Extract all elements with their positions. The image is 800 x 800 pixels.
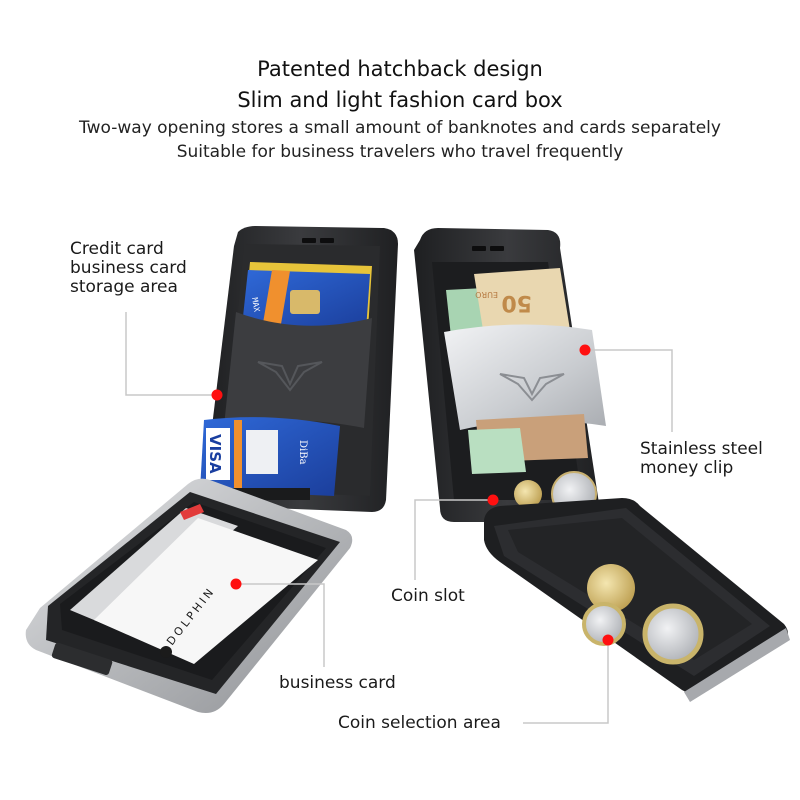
callout-business-card: business card xyxy=(279,673,396,693)
leader-line-coin-slot xyxy=(414,499,493,580)
callout-coin-slot: Coin slot xyxy=(391,586,465,606)
callout-money-clip: Stainless steel money clip xyxy=(640,440,763,478)
leader-line-money-clip xyxy=(585,349,673,432)
callout-credit-card-line2: business card xyxy=(70,258,187,278)
leader-line-credit-card xyxy=(125,312,217,396)
callout-credit-card-line1: Credit card xyxy=(70,239,164,259)
subtitle-line-2: Suitable for business travelers who trav… xyxy=(176,142,624,162)
leader-line-business-card xyxy=(236,583,325,667)
leader-lines xyxy=(125,312,673,724)
svg-text:MAX: MAX xyxy=(250,297,261,313)
callout-credit-card-line3: storage area xyxy=(70,277,178,297)
callout-money-clip-line2: money clip xyxy=(640,458,734,478)
left-wallet: MAX VISA DiBa DOLPHIN xyxy=(25,226,398,713)
marker-dot-credit-card xyxy=(211,389,223,401)
marker-dots xyxy=(211,344,614,646)
marker-dot-coin-slot xyxy=(487,494,499,506)
headline-title-1: Patented hatchback design xyxy=(257,57,543,81)
right-wallet: 50 EURO xyxy=(414,228,790,702)
subtitle-line-1: Two-way opening stores a small amount of… xyxy=(79,118,721,138)
headline-title-2: Slim and light fashion card box xyxy=(237,88,563,112)
marker-dot-business-card xyxy=(230,578,242,590)
callout-credit-card-storage: Credit card business card storage area xyxy=(70,240,187,297)
svg-text:DiBa: DiBa xyxy=(297,440,308,465)
svg-text:EURO: EURO xyxy=(475,290,498,299)
svg-text:VISA: VISA xyxy=(206,434,224,474)
marker-dot-money-clip xyxy=(579,344,591,356)
callout-coin-selection-area: Coin selection area xyxy=(338,713,501,733)
callout-money-clip-line1: Stainless steel xyxy=(640,439,763,459)
leader-line-coin-selection xyxy=(523,640,609,724)
marker-dot-coin-selection xyxy=(602,634,614,646)
svg-text:50: 50 xyxy=(501,290,532,315)
